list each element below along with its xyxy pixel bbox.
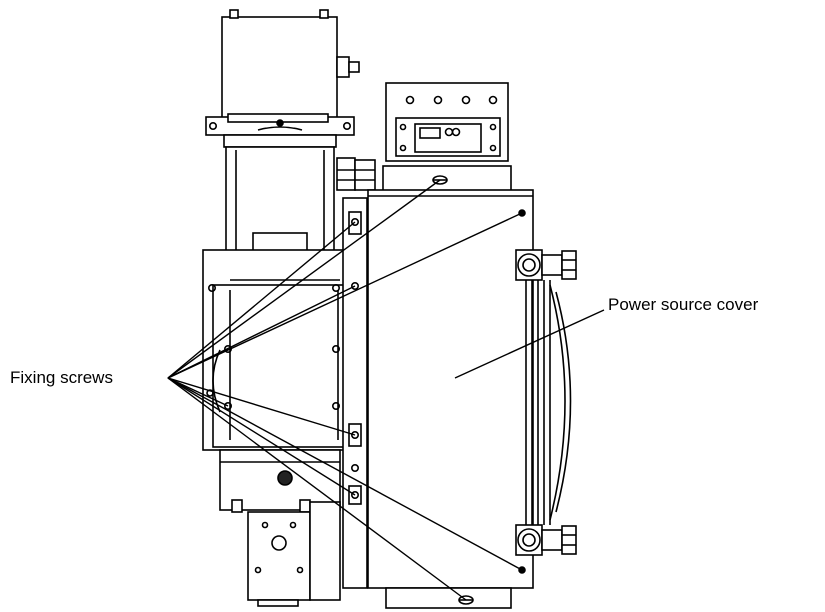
fixing-screws-leader-lines bbox=[167, 179, 523, 601]
power-source-cover bbox=[342, 165, 534, 609]
fixing-screws-label: Fixing screws bbox=[10, 368, 113, 387]
cover-leader-line bbox=[454, 309, 605, 379]
terminal-plate bbox=[385, 82, 509, 162]
top-motor-block bbox=[205, 9, 360, 136]
right-tube-assembly bbox=[515, 249, 577, 556]
lower-gear-block bbox=[219, 449, 341, 607]
power-source-cover-label: Power source cover bbox=[608, 295, 759, 314]
